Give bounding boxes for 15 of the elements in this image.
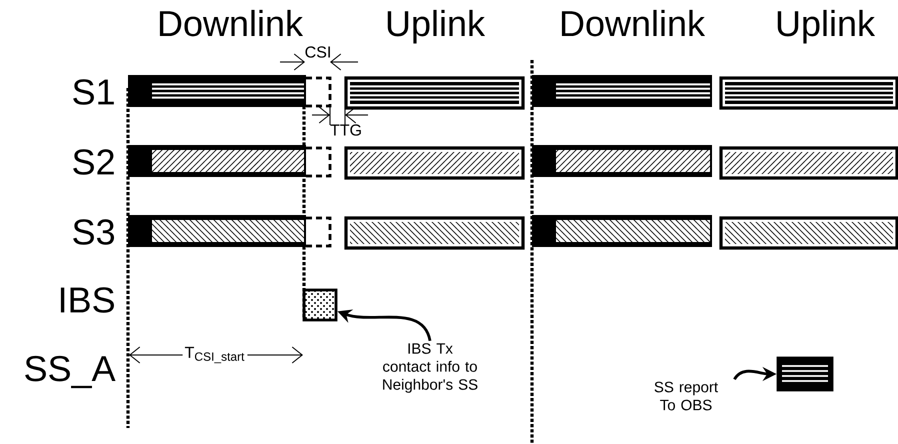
crosshatch-box bbox=[302, 288, 338, 322]
heading: Downlink bbox=[562, 10, 706, 36]
row-label: IBS bbox=[60, 287, 114, 313]
row-label: S2 bbox=[73, 149, 114, 175]
annotation-text: IBS Tx contact info to Neighbor's SS bbox=[383, 343, 478, 393]
heading: Uplink bbox=[388, 10, 486, 44]
heading: Uplink bbox=[778, 10, 876, 44]
row-label: S3 bbox=[73, 219, 114, 245]
heading: Downlink bbox=[160, 10, 304, 36]
dimension-label: CSI bbox=[305, 46, 330, 58]
dimension-label: TTG bbox=[330, 124, 361, 136]
row-label: S1 bbox=[73, 79, 114, 105]
dimension-label: T$_{CSI_start}$ bbox=[182, 344, 248, 366]
row-label: SS_A bbox=[25, 356, 116, 388]
annotation-text: SS report To OBS bbox=[654, 382, 718, 410]
